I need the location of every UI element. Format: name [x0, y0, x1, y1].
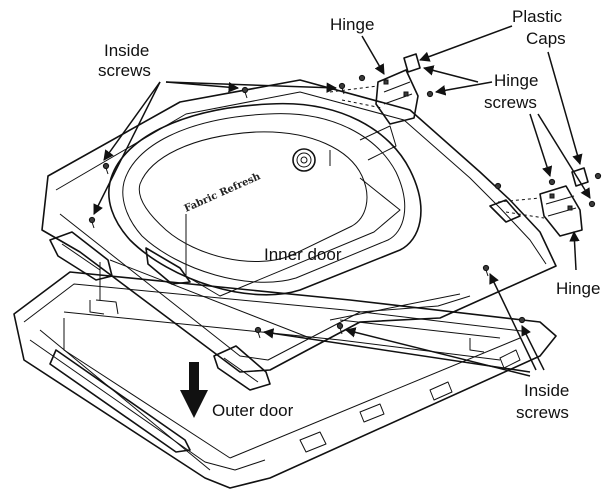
inside-screws-left-label-line2: screws: [98, 61, 151, 80]
screw-icon: [426, 90, 434, 98]
hinge-screws-label-line1: Hinge: [494, 71, 538, 90]
left-latch-pad: [49, 231, 113, 281]
screw-icon: [518, 316, 526, 324]
screws: [88, 74, 602, 339]
inside-screws-right-label-line1: Inside: [524, 381, 569, 400]
right-hinge: [497, 185, 583, 237]
plastic-caps-label-line2: Caps: [526, 29, 566, 48]
screw-icon: [494, 182, 502, 190]
plastic-caps-label-line1: Plastic: [512, 7, 563, 26]
screw-icon: [588, 200, 596, 208]
screw-icon: [254, 326, 262, 339]
hinge-right-label: Hinge: [556, 279, 600, 298]
top-hinge: [329, 69, 419, 125]
screw-icon: [336, 322, 344, 335]
plastic-caps: [403, 53, 589, 187]
screw-icon: [548, 178, 556, 186]
screw-icon: [241, 86, 249, 99]
front-latch-pad: [213, 345, 271, 391]
screw-icon: [358, 74, 366, 82]
plastic-cap-icon: [403, 53, 421, 73]
screw-icon: [102, 162, 110, 175]
fabric-refresh-emboss: Fabric Refresh: [183, 171, 263, 215]
screw-icon: [594, 172, 602, 180]
outer-door-frame: [13, 271, 557, 489]
hinge-top-label: Hinge: [330, 15, 374, 34]
leader-lines: [93, 25, 591, 377]
inside-screws-right-label-line2: screws: [516, 403, 569, 422]
inner-door-label: Inner door: [264, 245, 342, 264]
screw-icon: [338, 82, 346, 95]
plastic-cap-icon: [571, 167, 589, 187]
bold-down-arrow-icon: [180, 362, 208, 418]
fabric-refresh-knob: Fabric Refresh: [183, 148, 316, 215]
inner-door-frame: [41, 79, 557, 373]
screw-icon: [482, 264, 490, 277]
screw-icon: [88, 216, 96, 229]
hinge-screws-label-line2: screws: [484, 93, 537, 112]
outer-door-label: Outer door: [212, 401, 294, 420]
inside-screws-left-label-line1: Inside: [104, 41, 149, 60]
right-latch-pad: [489, 199, 521, 223]
